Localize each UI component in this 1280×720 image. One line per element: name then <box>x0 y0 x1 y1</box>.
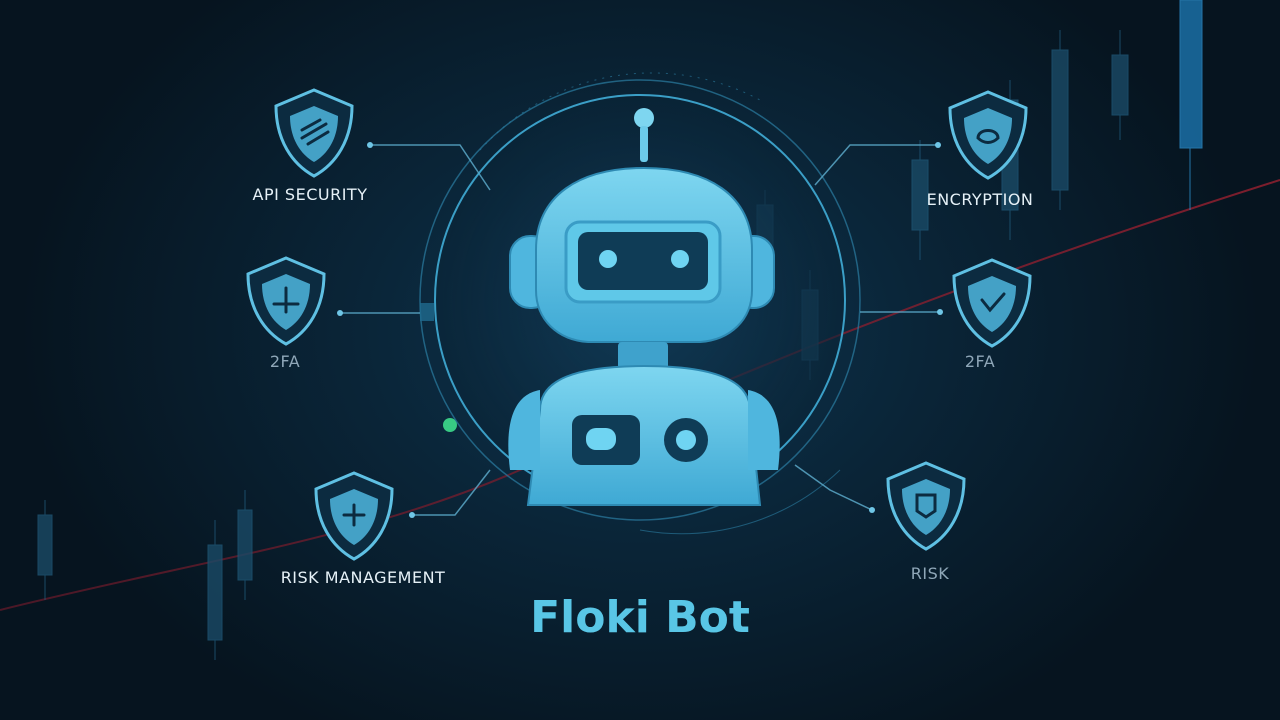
feature-label-encryption: ENCRYPTION <box>926 190 1034 209</box>
status-dot <box>443 418 457 432</box>
connector-lines <box>340 144 940 516</box>
shield-icon <box>314 471 394 561</box>
feature-label-2fa-left: 2FA <box>269 352 301 371</box>
shield-icon <box>952 258 1032 348</box>
shield-icon <box>274 88 354 178</box>
shield-icon <box>948 90 1028 180</box>
shield-icon <box>246 256 326 346</box>
feature-label-risk-management: RISK MANAGEMENT <box>280 568 446 587</box>
robot-icon <box>508 108 780 506</box>
feature-label-api-security: API SECURITY <box>252 185 368 204</box>
feature-label-risk: RISK <box>910 564 950 583</box>
feature-label-2fa-right: 2FA <box>964 352 996 371</box>
connector-nodes <box>337 142 943 518</box>
brand-title: Floki Bot <box>530 592 750 643</box>
shield-icon <box>886 461 966 551</box>
